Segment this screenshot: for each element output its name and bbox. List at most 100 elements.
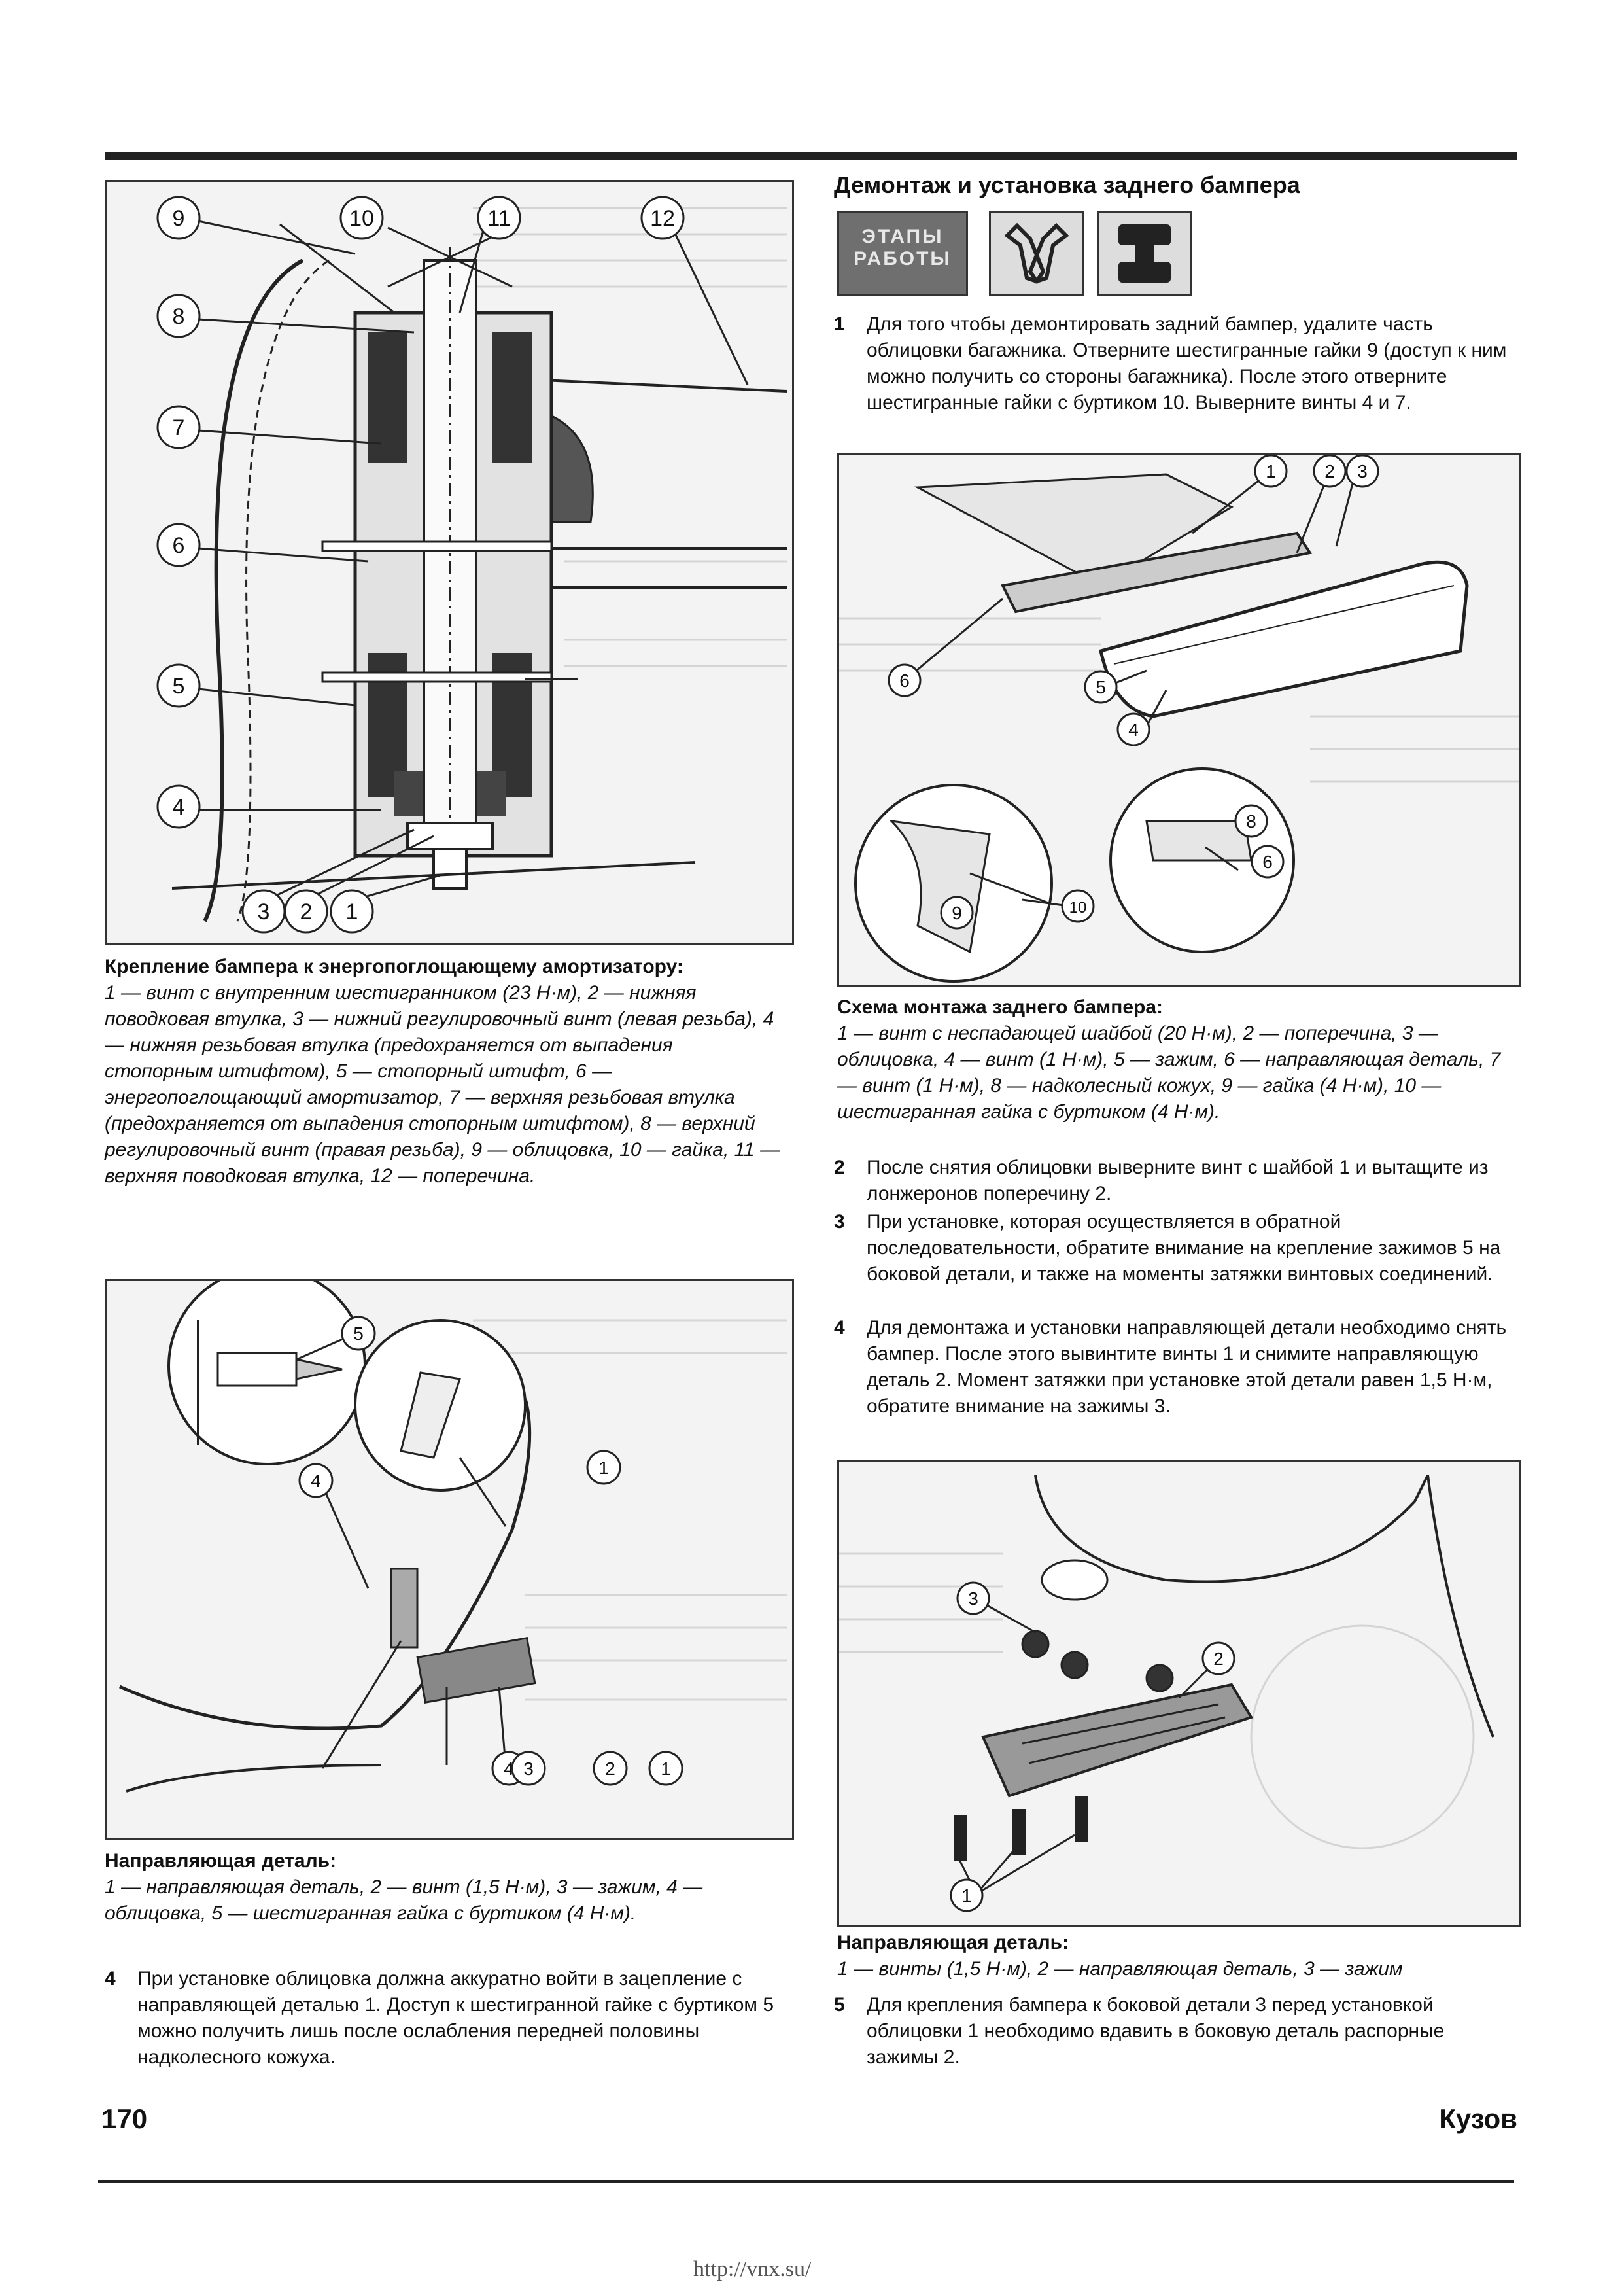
callout-3: 3 [241,889,286,934]
callout-4: 4 [156,784,201,829]
figure4-caption-title: Направляющая деталь: [837,1932,1069,1953]
step-5: 5 Для крепления бампера к боковой детали… [834,1992,1517,2071]
callout-2: 2 [1313,455,1347,488]
svg-text:3: 3 [1357,461,1368,482]
svg-text:1: 1 [598,1458,609,1478]
callout-4: 4 [1116,712,1150,746]
figure-guide-part: 5 4 1 4 3 2 1 [105,1279,794,1840]
step-number: 5 [834,1994,845,2016]
section-name: Кузов [1439,2103,1517,2134]
svg-text:10: 10 [349,206,374,231]
figure3-caption: Схема монтажа заднего бампера: 1 — винт … [837,994,1517,1125]
rear-bumper-drawing: 1 2 3 6 5 4 10 9 8 6 7 [839,455,1519,985]
step-text: Для демонтажа и установки направляющей д… [867,1317,1507,1417]
wrench-icon [989,211,1084,296]
callout-8: 8 [1234,804,1268,838]
callout-10: 10 [1061,889,1095,923]
svg-text:3: 3 [968,1588,978,1609]
callout-1b: 1 [648,1751,683,1786]
bolt-icon [1097,211,1192,296]
svg-text:10: 10 [1069,899,1087,917]
step-number: 4 [834,1317,845,1339]
svg-text:3: 3 [258,900,270,924]
svg-text:4: 4 [173,795,185,820]
callout-2: 2 [284,889,328,934]
step-2: 2 После снятия облицовки выверните винт … [834,1155,1517,1207]
top-rule [105,152,1517,160]
figure-guide-part-screws: 3 2 1 [837,1460,1521,1927]
figure-rear-bumper-assembly: 1 2 3 6 5 4 10 9 8 6 7 [837,453,1521,987]
callout-3: 3 [511,1751,546,1786]
callout-12: 12 [640,196,685,240]
svg-text:1: 1 [961,1885,972,1906]
figure4-caption: Направляющая деталь: 1 — винты (1,5 Н·м)… [837,1930,1517,1982]
svg-text:2: 2 [300,900,313,924]
svg-text:4: 4 [311,1471,321,1491]
svg-text:5: 5 [173,674,185,699]
svg-text:2: 2 [1324,461,1335,482]
callout-5: 5 [1084,670,1118,704]
figure3-caption-body: 1 — винт с неспадающей шайбой (20 Н·м), … [837,1023,1501,1123]
svg-text:6: 6 [173,533,185,558]
section-heading: Демонтаж и установка заднего бампера [834,171,1300,198]
step-number: 3 [834,1211,845,1233]
callout-3: 3 [1345,455,1379,488]
callout-5: 5 [156,663,201,708]
svg-text:2: 2 [1213,1649,1224,1669]
step-number: 2 [834,1157,845,1178]
figure3-caption-title: Схема монтажа заднего бампера: [837,996,1164,1018]
guide-screws-drawing: 3 2 1 [839,1462,1519,1925]
callout-8: 8 [156,294,201,338]
work-steps-badge: ЭТАПЫ РАБОТЫ [837,211,968,296]
figure2-caption-body: 1 — направляющая деталь, 2 — винт (1,5 Н… [105,1876,703,1924]
svg-text:1: 1 [1266,461,1276,482]
svg-text:6: 6 [899,671,910,691]
badge-line-1: ЭТАПЫ [861,226,944,247]
figure2-caption: Направляющая деталь: 1 — направляющая де… [105,1848,785,1927]
svg-text:7: 7 [173,415,185,440]
figure1-caption-title: Крепление бампера к энергопоглощающему а… [105,956,683,977]
callout-1: 1 [1254,455,1288,488]
callout-2: 2 [593,1751,628,1786]
step-4-left: 4 При установке облицовка должна аккурат… [105,1966,785,2071]
page-number: 170 [101,2103,148,2134]
svg-text:9: 9 [173,206,185,231]
site-url: http://vnx.su/ [693,2257,812,2281]
callout-9: 9 [156,196,201,240]
svg-text:8: 8 [173,304,185,329]
svg-text:4: 4 [504,1759,514,1779]
svg-text:8: 8 [1246,811,1256,832]
step-text: После снятия облицовки выверните винт с … [867,1157,1489,1204]
guide-part-drawing: 5 4 1 4 3 2 1 [107,1281,792,1838]
callout-3: 3 [956,1581,990,1615]
callout-6: 6 [156,523,201,567]
svg-text:9: 9 [952,903,962,923]
callout-5: 5 [341,1316,376,1351]
callout-2: 2 [1201,1641,1235,1675]
figure4-caption-body: 1 — винты (1,5 Н·м), 2 — направляющая де… [837,1958,1403,1980]
step-text: При установке облицовка должна аккуратно… [137,1968,774,2068]
svg-text:6: 6 [1262,852,1273,872]
svg-text:11: 11 [487,206,510,231]
callout-7: 7 [156,405,201,449]
svg-text:1: 1 [661,1759,671,1779]
step-3: 3 При установке, которая осуществляется … [834,1209,1517,1288]
callout-6a: 6 [888,663,922,697]
svg-text:12: 12 [650,206,675,231]
figure1-caption: Крепление бампера к энергопоглощающему а… [105,954,785,1189]
svg-text:5: 5 [353,1323,364,1344]
callout-4: 4 [298,1463,334,1498]
callout-10: 10 [339,196,384,240]
step-number: 1 [834,313,845,335]
figure2-caption-title: Направляющая деталь: [105,1850,337,1872]
bottom-rule [98,2180,1514,2183]
step-number: 4 [105,1968,116,1989]
step-4-right: 4 Для демонтажа и установки направляющей… [834,1315,1517,1420]
step-text: Для крепления бампера к боковой детали 3… [867,1994,1445,2068]
figure-shock-absorber: 9 10 11 12 8 7 6 5 4 3 2 1 [105,180,794,945]
step-1: 1 Для того чтобы демонтировать задний ба… [834,311,1517,416]
figure1-caption-body: 1 — винт с внутренним шестигранником (23… [105,982,780,1187]
svg-text:1: 1 [346,900,358,924]
svg-text:5: 5 [1096,677,1106,697]
step-text: При установке, которая осуществляется в … [867,1211,1501,1285]
